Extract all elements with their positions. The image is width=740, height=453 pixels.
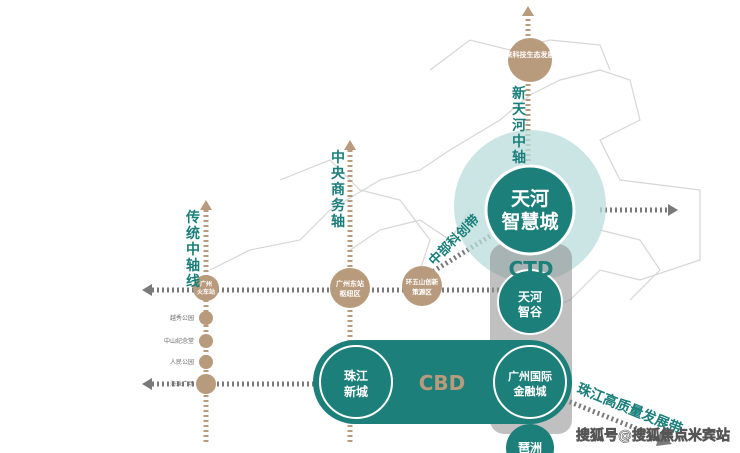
east-station-node [330, 268, 370, 308]
zhongshan-label: 中山纪念堂 [164, 337, 194, 345]
cba-axis-label: 中央商务轴 [331, 149, 346, 230]
pazhou-label: 琶洲 [518, 441, 542, 453]
ifc-node [493, 345, 567, 419]
watermark: 搜狐号@搜狐焦点米宾站 [576, 427, 730, 444]
future-tech-node [508, 38, 552, 82]
horizontal-arrowheads [142, 204, 678, 390]
gz-station-label-2: 火车站 [197, 288, 215, 296]
future-tech-label-1: 未来科技生态发展区 [499, 50, 562, 59]
zhigu-node [497, 269, 563, 335]
zhujiang-label-1: 珠江 [344, 368, 368, 383]
east-station-label-2: 枢纽区 [340, 289, 361, 298]
ifc-label-1: 广州国际 [508, 369, 552, 383]
new-tianhe-axis-label: 新天河中轴 [512, 85, 527, 166]
district-outline [209, 39, 701, 321]
haizhu-label: 海珠广场 [170, 380, 194, 388]
zhongshan-dot [199, 334, 213, 348]
belt-arrowhead [656, 432, 672, 446]
zhujiang-node [319, 345, 393, 419]
huanshan-node [402, 266, 442, 306]
peoples-dot [199, 355, 213, 369]
gz-station-node [193, 275, 219, 301]
smart-city-label-2: 智慧城 [501, 210, 558, 233]
smart-city-node [484, 164, 576, 256]
ctd-label: CTD [509, 257, 554, 281]
yuexiu-dot [199, 311, 213, 325]
ifc-label-2: 金融城 [513, 384, 547, 398]
yuexiu-label: 越秀公园 [170, 314, 194, 322]
gz-station-label-1: 广州 [200, 280, 212, 288]
huanshan-label-1: 环五山创新 [406, 277, 439, 286]
zhigu-label-1: 天河 [518, 289, 542, 304]
huanshan-label-2: 策源区 [411, 287, 432, 296]
east-station-label-1: 广州东站 [336, 279, 364, 288]
peoples-label: 人民公园 [170, 359, 194, 366]
horizontal-axes [152, 207, 668, 387]
smart-city-label-1: 天河 [511, 188, 549, 210]
zhigu-label-2: 智谷 [517, 304, 543, 319]
cbd-label: CBD [419, 371, 466, 395]
traditional-axis-label: 传统中轴线 [185, 209, 200, 290]
axis-arrowheads [200, 6, 534, 210]
pazhou-node [506, 424, 554, 453]
zhujiang-label-2: 新城 [344, 384, 368, 399]
haizhu-dot [196, 374, 216, 394]
